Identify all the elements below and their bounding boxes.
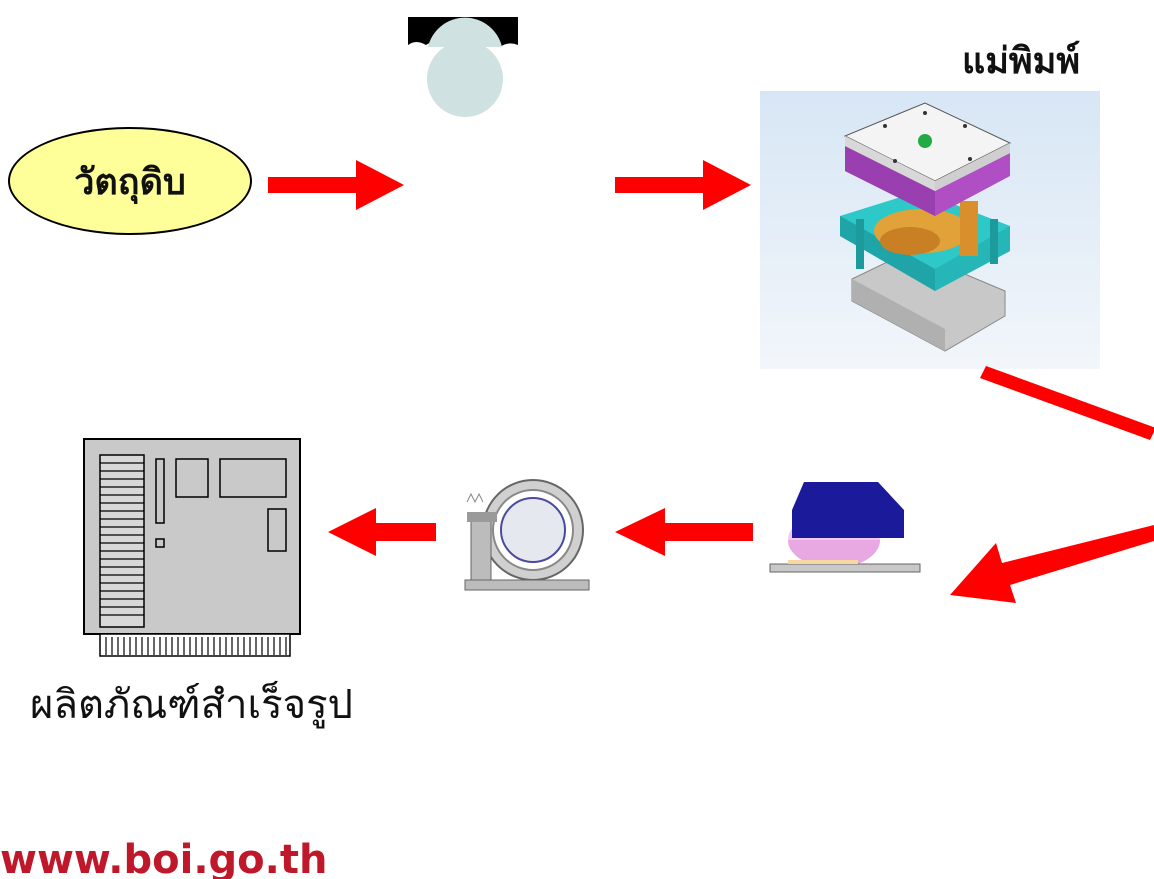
arrow-crusher-to-mold [615,160,751,210]
finished-product-board-icon [83,438,301,657]
mold-photo [760,91,1100,369]
mold-title: แม่พิมพ์ [962,40,1081,82]
arrow-to-press [950,525,1154,603]
crusher-icon [408,17,518,117]
website-link[interactable]: www.boi.go.th [0,840,328,879]
arrow-press-to-wheel [615,508,753,556]
wheel-machine-icon [463,472,591,598]
raw-material-label: วัตถุดิบ [74,161,186,203]
finished-product-label: ผลิตภัณฑ์สำเร็จรูป [30,682,353,728]
press-icon [769,482,921,573]
arrow-mold-down [980,366,1154,440]
arrow-wheel-to-product [328,508,436,556]
arrow-raw-to-crusher [268,160,404,210]
raw-material-node: วัตถุดิบ [8,127,252,235]
